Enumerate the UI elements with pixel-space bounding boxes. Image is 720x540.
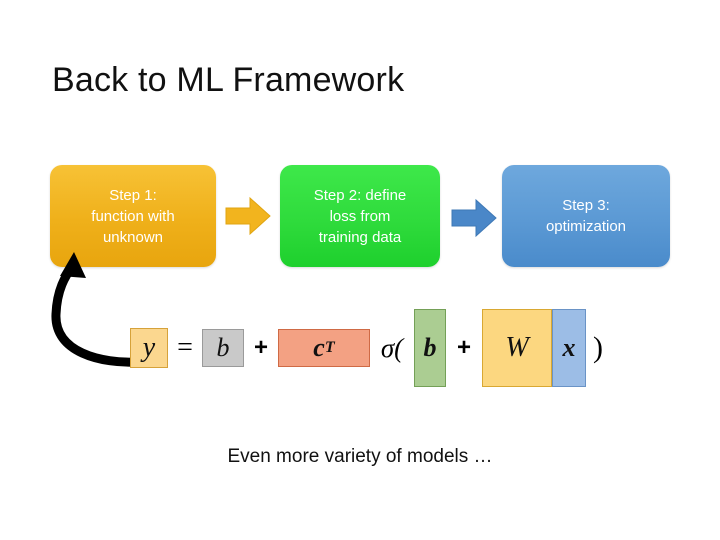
formula-var-c-superscript: T xyxy=(324,339,335,356)
step-box-3[interactable]: Step 3: optimization xyxy=(502,165,670,267)
step-box-2-line-3: training data xyxy=(318,228,402,246)
formula-operator-plus-1: + xyxy=(253,334,268,361)
block-arrow-shape xyxy=(225,196,271,236)
block-arrow-shape xyxy=(451,198,497,238)
formula-sigma-open-paren: σ( xyxy=(380,332,404,363)
block-arrow-step2-to-step3 xyxy=(450,198,498,238)
block-arrow-step1-to-step2 xyxy=(224,196,272,236)
step-box-3-line-2: optimization xyxy=(545,218,627,235)
step-box-3-label: Step 3: optimization xyxy=(546,195,626,237)
step-box-1-line-3: unknown xyxy=(102,228,164,246)
step-box-1-line-2: function with xyxy=(91,207,175,225)
step-box-1-line-1: Step 1: xyxy=(109,186,157,204)
step-box-2-line-2: loss from xyxy=(329,207,391,225)
formula-operator-plus-2: + xyxy=(456,334,471,361)
page-title: Back to ML Framework xyxy=(52,61,405,99)
step-box-3-line-1: Step 3: xyxy=(562,197,610,214)
step-box-1-label: Step 1: function with unknown xyxy=(91,185,174,248)
formula-operator-equals: = xyxy=(177,332,193,363)
formula-var-b-inner: b xyxy=(414,309,446,387)
slide-caption: Even more variety of models … xyxy=(227,446,493,467)
feedback-arrow-curve xyxy=(51,261,145,367)
formula-var-y: y xyxy=(130,328,168,368)
formula-var-x: x xyxy=(552,309,586,387)
step-box-2-label: Step 2: define loss from training data xyxy=(314,185,407,248)
step-box-1[interactable]: Step 1: function with unknown xyxy=(50,165,216,267)
step-box-2-line-1: Step 2: define xyxy=(313,186,407,204)
formula-close-paren: ) xyxy=(593,331,603,364)
formula-var-c-base: c xyxy=(313,333,325,362)
step-box-2[interactable]: Step 2: define loss from training data xyxy=(280,165,440,267)
formula-var-W: W xyxy=(482,309,552,387)
formula-var-b-outer: b xyxy=(202,329,244,367)
